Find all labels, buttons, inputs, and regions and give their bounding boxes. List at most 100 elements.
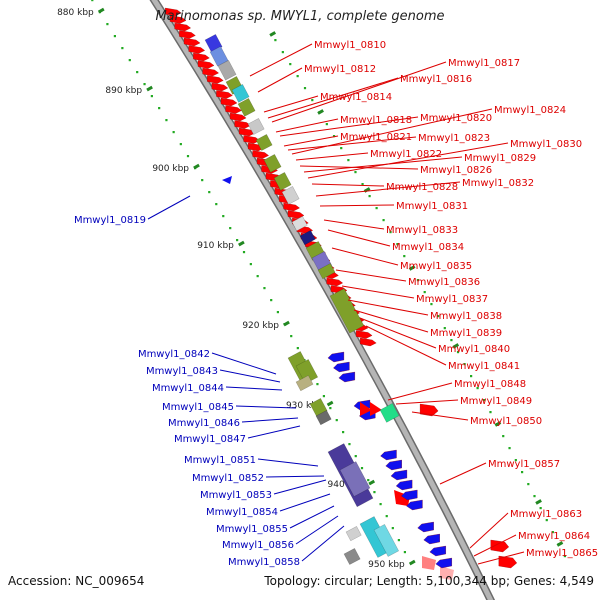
reverse-gene xyxy=(423,533,440,545)
forward-gene-label: Mmwyl1_0828 xyxy=(386,182,458,193)
scale-dot-right xyxy=(403,255,406,258)
cog-color-block xyxy=(295,359,319,384)
forward-gene xyxy=(174,22,191,32)
scale-dot-right xyxy=(527,483,530,486)
scale-label: 950 kbp xyxy=(368,560,405,570)
forward-gene-label: Mmwyl1_0830 xyxy=(510,139,582,150)
scale-dot-left xyxy=(121,47,124,50)
forward-gene xyxy=(326,277,343,287)
forward-gene xyxy=(394,490,410,506)
scale-dot-left xyxy=(348,443,351,446)
cog-color-block xyxy=(299,230,316,246)
forward-gene xyxy=(283,202,300,212)
scale-tick xyxy=(97,7,105,14)
forward-gene-label-line xyxy=(439,462,487,485)
forward-gene xyxy=(188,45,205,54)
scale-dot-right xyxy=(563,555,567,558)
scale-dot-left xyxy=(403,551,407,554)
scale-dot-left xyxy=(354,455,357,458)
scale-dot-right xyxy=(382,219,385,222)
reverse-gene xyxy=(401,489,418,501)
scale-dot-left xyxy=(290,335,293,338)
cog-color-block xyxy=(317,263,336,280)
reverse-gene xyxy=(435,557,452,569)
scale-dot-left xyxy=(143,83,146,86)
forward-gene-label: Mmwyl1_0818 xyxy=(340,115,412,126)
forward-gene-label-line xyxy=(271,61,447,123)
cog-color-block xyxy=(329,288,365,334)
reverse-gene-label: Mmwyl1_0851 xyxy=(184,455,256,466)
forward-gene-label-line xyxy=(469,512,509,549)
forward-gene-label-line xyxy=(291,108,493,155)
reverse-gene-label-line xyxy=(273,479,327,495)
scale-dot-left xyxy=(236,239,239,242)
forward-gene-label-line xyxy=(315,181,461,197)
forward-gene-label: Mmwyl1_0865 xyxy=(526,548,598,559)
forward-gene-label: Mmwyl1_0820 xyxy=(420,113,492,124)
forward-gene xyxy=(370,402,382,416)
scale-dot-left xyxy=(397,539,400,542)
scale-dot-left xyxy=(360,467,364,470)
scale-dot-left xyxy=(367,479,370,482)
scale-dot-right xyxy=(325,123,328,126)
scale-dot-right xyxy=(389,231,392,234)
scale-dot-right xyxy=(508,447,511,450)
forward-gene-label: Mmwyl1_0837 xyxy=(416,294,488,305)
cog-color-block xyxy=(209,46,229,67)
scale-dot-right xyxy=(545,519,548,522)
forward-gene-label: Mmwyl1_0824 xyxy=(494,105,566,116)
scale-dot-right xyxy=(437,315,440,318)
reverse-gene-label-line xyxy=(289,505,335,529)
forward-gene-label-line xyxy=(359,317,437,349)
scale-label: 880 kbp xyxy=(57,8,94,18)
scale-label: 900 kbp xyxy=(152,164,189,174)
scale-dot-right xyxy=(281,51,284,54)
forward-gene-label-line xyxy=(267,77,399,119)
forward-gene-label-line xyxy=(411,411,469,421)
scale-dot-right xyxy=(520,471,524,474)
scale-tick-right xyxy=(535,499,542,505)
forward-gene-label: Mmwyl1_0839 xyxy=(430,328,502,339)
forward-gene xyxy=(360,402,372,416)
topology-text: Topology: circular; xyxy=(264,574,373,588)
genome-title: Marinomonas sp. MWYL1, complete genome xyxy=(155,9,445,24)
forward-gene xyxy=(202,67,219,77)
reverse-gene-label-line xyxy=(147,195,191,220)
cog-color-block xyxy=(247,118,265,135)
scale-dot-right xyxy=(396,243,399,246)
scale-dot-right xyxy=(361,183,364,186)
scale-dot-left xyxy=(179,143,182,146)
scale-label: 910 kbp xyxy=(197,241,234,251)
forward-gene-label: Mmwyl1_0864 xyxy=(518,531,590,542)
forward-gene xyxy=(216,90,233,99)
scale-dot-right xyxy=(470,375,473,378)
forward-gene-label: Mmwyl1_0810 xyxy=(314,40,386,51)
scale-dot-right xyxy=(476,387,479,390)
forward-gene-label-line xyxy=(335,269,407,282)
forward-gene xyxy=(197,60,215,69)
scale-dot-left xyxy=(186,155,190,158)
scale-dot-right xyxy=(450,339,453,342)
reverse-gene-label: Mmwyl1_0847 xyxy=(174,434,246,445)
scale-dot-right xyxy=(416,279,420,282)
scale-tick-right xyxy=(363,187,371,193)
reverse-gene-label: Mmwyl1_0819 xyxy=(74,215,146,226)
scale-dot-right xyxy=(502,435,505,438)
scale-label: 890 kbp xyxy=(105,86,142,96)
scale-dot-right xyxy=(347,159,350,162)
forward-gene-label-line xyxy=(341,285,415,299)
scale-dot-right xyxy=(423,291,426,294)
forward-gene-label: Mmwyl1_0823 xyxy=(418,133,490,144)
reverse-gene-label-line xyxy=(219,369,281,383)
scale-tick xyxy=(283,320,290,327)
scale-dot-right xyxy=(274,39,277,42)
forward-gene xyxy=(225,105,242,114)
forward-gene-label: Mmwyl1_0812 xyxy=(304,64,376,75)
scale-dot-left xyxy=(256,275,259,278)
forward-gene-label-line xyxy=(287,136,417,151)
scale-dot-right xyxy=(489,411,492,414)
reverse-gene xyxy=(380,449,397,461)
scale-dot-left xyxy=(329,407,332,410)
reverse-gene xyxy=(385,459,402,471)
cog-color-block xyxy=(237,98,256,117)
